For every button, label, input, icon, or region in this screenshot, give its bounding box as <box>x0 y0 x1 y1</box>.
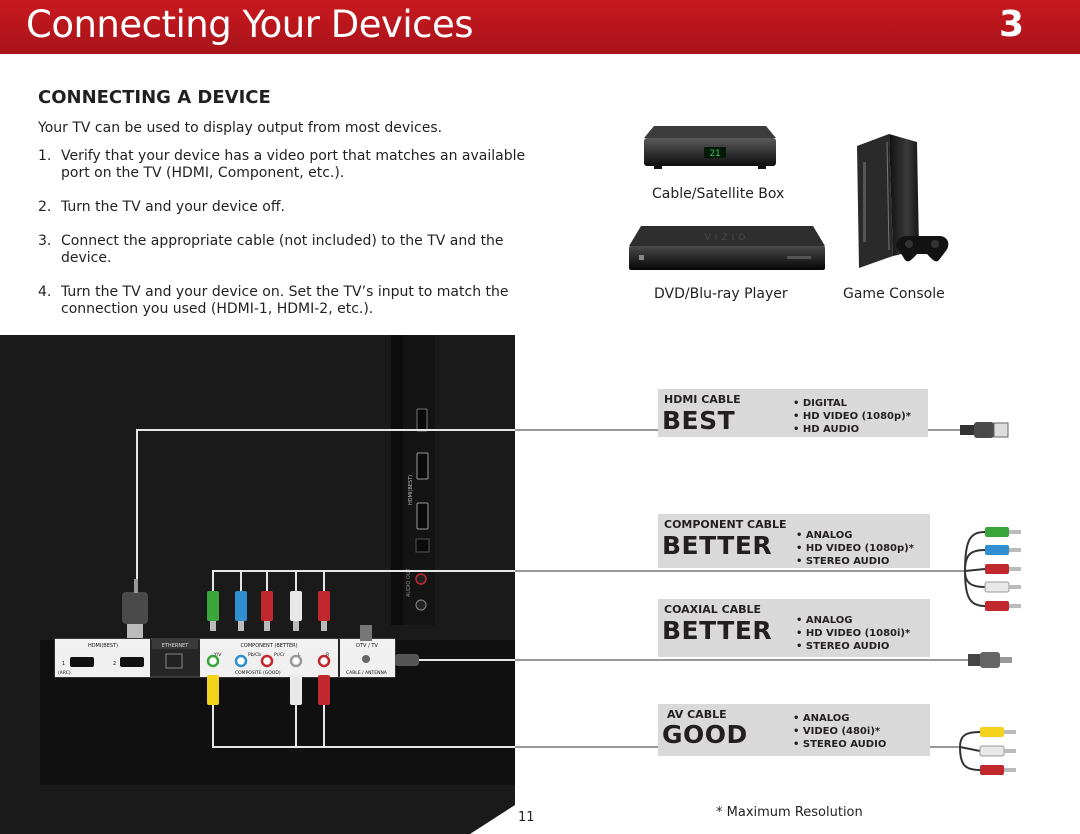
coax-jack <box>362 655 370 663</box>
hdmi-port-2 <box>120 657 144 667</box>
step-text: Turn the TV and your device off. <box>61 199 285 215</box>
chapter-title: Connecting Your Devices <box>26 3 474 46</box>
plug-yellow <box>207 675 219 705</box>
cable-feature: • VIDEO (480i)* <box>793 726 881 737</box>
av-cable-icon <box>959 727 1016 775</box>
side-hdmi-port <box>416 502 429 530</box>
step-item: 3. Connect the appropriate cable (not inc… <box>38 233 528 267</box>
plug-red <box>318 675 330 705</box>
step-item: 2. Turn the TV and your device off. <box>38 199 528 216</box>
cable-rating-label: GOOD <box>662 720 748 749</box>
cable-feature: • ANALOG <box>796 615 853 626</box>
cable-box-label: Cable/Satellite Box <box>652 186 785 202</box>
steps-list: 1. Verify that your device has a video po… <box>38 148 528 335</box>
side-hdmi-label: HDMI(BEST) <box>408 475 414 505</box>
composite-label: COMPOSITE (GOOD) <box>235 670 281 676</box>
cable-box-image: 21 <box>644 126 776 169</box>
cable-type-label: HDMI CABLE <box>664 393 741 406</box>
game-console-image <box>857 134 949 268</box>
cable-feature: • STEREO AUDIO <box>793 739 887 750</box>
antenna-label: CABLE / ANTENNA <box>346 670 388 676</box>
game-console-label: Game Console <box>843 286 945 302</box>
step-text: Connect the appropriate cable (not inclu… <box>61 233 504 266</box>
y-v-label: Y/V <box>213 652 222 658</box>
jack-white <box>289 654 303 668</box>
step-item: 4. Turn the TV and your device on. Set th… <box>38 284 528 318</box>
cable-feature: • ANALOG <box>796 530 853 541</box>
cable-rating-label: BEST <box>662 406 736 435</box>
hdmi-cable-icon <box>960 422 1009 438</box>
component-label: COMPONENT (BETTER) <box>240 643 297 649</box>
cable-feature: • HD VIDEO (1080p)* <box>793 411 911 422</box>
cable-type-label: COMPONENT CABLE <box>664 518 787 531</box>
coax-plug <box>360 625 372 641</box>
pr-cr-label: Pr/Cr <box>274 652 285 658</box>
step-item: 1. Verify that your device has a video po… <box>38 148 528 182</box>
footnote: * Maximum Resolution <box>716 805 863 820</box>
hdmi-port-1 <box>70 657 94 667</box>
dvd-player-image: VIZIO <box>629 226 825 270</box>
cable-info-av <box>658 704 930 756</box>
step-text: Turn the TV and your device on. Set the … <box>61 284 509 317</box>
ethernet-port <box>165 653 183 669</box>
dvd-player-label: DVD/Blu-ray Player <box>654 286 788 302</box>
cable-feature: • HD AUDIO <box>793 424 860 435</box>
l-label: L <box>298 652 301 658</box>
step-number: 2. <box>38 199 52 215</box>
cable-rating-label: BETTER <box>662 531 773 560</box>
step-number: 3. <box>38 233 52 249</box>
hdmi-port-2-label: 2 <box>113 661 116 667</box>
plug-red <box>318 591 330 621</box>
plug-white <box>290 591 302 621</box>
r-label: R <box>326 652 329 658</box>
cable-feature: • HD VIDEO (1080i)* <box>796 628 911 639</box>
plug-blue <box>235 591 247 621</box>
plug-green <box>207 591 219 621</box>
cable-type-label: COAXIAL CABLE <box>664 603 762 616</box>
cable-feature: • STEREO AUDIO <box>796 641 890 652</box>
jack-blue <box>234 654 248 668</box>
cable-type-label: AV CABLE <box>667 708 727 721</box>
side-hdmi-port <box>416 452 429 480</box>
svg-text:VIZIO: VIZIO <box>705 233 750 243</box>
chapter-number: 3 <box>998 4 1024 45</box>
jack-red <box>317 654 331 668</box>
cable-rating-label: BETTER <box>662 616 773 645</box>
hdmi-port-1-label: 1 <box>62 661 65 667</box>
cable-box-display: 21 <box>710 149 721 159</box>
cable-info-hdmi <box>658 389 928 437</box>
cable-feature: • HD VIDEO (1080p)* <box>796 543 914 554</box>
arc-label: (ARC) <box>58 670 71 676</box>
step-number: 4. <box>38 284 52 300</box>
jack-green <box>206 654 220 668</box>
plug-white <box>290 675 302 705</box>
cable-feature: • ANALOG <box>793 713 850 724</box>
step-number: 1. <box>38 148 52 164</box>
component-cable-icon <box>964 527 1021 611</box>
ethernet-label: ETHERNET <box>162 643 190 649</box>
pb-cb-label: Pb/Cb <box>248 652 261 658</box>
coaxial-cable-icon <box>968 652 1012 668</box>
chapter-header: Connecting Your Devices 3 <box>0 0 1080 54</box>
section-heading: CONNECTING A DEVICE <box>38 87 271 108</box>
hdmi-port-label: HDMI(BEST) <box>88 643 118 649</box>
cable-feature: • DIGITAL <box>793 398 847 409</box>
jack-red <box>260 654 274 668</box>
tv-connection-diagram: HDMI(BEST) AUDIO OUT HDMI(BEST) ETHERNET… <box>54 335 515 834</box>
page-number: 11 <box>518 810 535 825</box>
cable-info-component <box>658 514 930 568</box>
dtv-label: DTV / TV <box>356 643 378 649</box>
cable-info-coaxial <box>658 599 930 657</box>
side-audio-label: AUDIO OUT <box>406 567 412 597</box>
plug-red <box>261 591 273 621</box>
hdmi-plug <box>122 592 148 624</box>
cable-feature: • STEREO AUDIO <box>796 556 890 567</box>
step-text: Verify that your device has a video port… <box>61 148 526 181</box>
intro-text: Your TV can be used to display output fr… <box>38 120 443 136</box>
